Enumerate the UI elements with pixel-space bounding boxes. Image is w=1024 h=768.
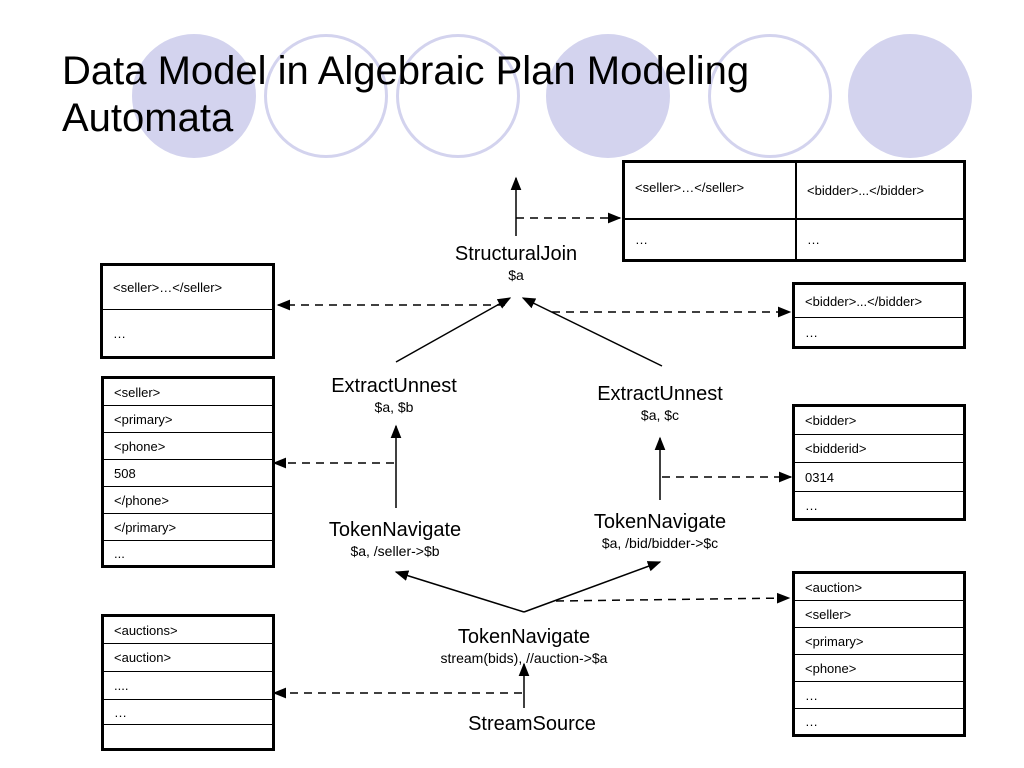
bidder-tokens-row: 0314 (795, 463, 963, 492)
bidder-result-table: <bidder>...</bidder> … (792, 282, 966, 349)
stream-tokens-row: <auction> (104, 644, 272, 672)
join-output-table: <seller>…</seller> <bidder>...</bidder> … (622, 160, 966, 262)
decor-circle-2 (264, 34, 388, 158)
join-output-cell: <bidder>...</bidder> (807, 183, 925, 198)
seller-result-row: … (113, 325, 126, 341)
auction-tokens-row: … (795, 682, 963, 709)
auction-tokens-row: … (805, 714, 818, 729)
seller-tokens-row: <phone> (104, 433, 272, 460)
node-stream-source-name: StreamSource (468, 713, 596, 735)
auction-tokens-row: <primary> (795, 628, 963, 655)
seller-result-table: <seller>…</seller> … (100, 263, 275, 359)
seller-tokens-row: </phone> (104, 487, 272, 514)
bidder-tokens-row: <bidderid> (795, 435, 963, 463)
node-token-navigate-left-name: TokenNavigate (328, 519, 462, 541)
node-token-navigate-left-param: $a, /seller->$b (350, 543, 440, 559)
slide-title: Data Model in Algebraic Plan Modeling Au… (62, 48, 942, 142)
auction-tokens-row: <phone> (795, 655, 963, 682)
node-token-navigate-bottom: TokenNavigate stream(bids), //auction->$… (404, 625, 644, 667)
dash-tn-bottom-to-auction-tokens (555, 592, 791, 604)
bidder-tokens-row: <bidder> (795, 407, 963, 435)
stream-tokens-table: <auctions> <auction> .... … (101, 614, 275, 751)
bidder-result-row: <bidder>...</bidder> (795, 285, 963, 318)
decor-circle-1 (132, 34, 256, 158)
slide-title-line-1: Data Model in Algebraic Plan Modeling (62, 49, 750, 93)
node-structural-join-name: StructuralJoin (454, 243, 578, 265)
edge-eu-right-to-join (521, 297, 663, 367)
auction-tokens-table: <auction> <seller> <primary> <phone> … … (792, 571, 966, 737)
join-output-cell: … (807, 232, 820, 247)
bidder-tokens-row: … (805, 497, 818, 513)
grid-divider-vertical (795, 163, 797, 259)
decor-circle-5 (708, 34, 832, 158)
node-extract-unnest-right-name: ExtractUnnest (597, 383, 723, 405)
stream-tokens-row: .... (104, 672, 272, 700)
slide-title-line-2: Automata (62, 96, 234, 140)
edge-eu-left-to-join (395, 297, 512, 363)
decor-circle-6 (848, 34, 972, 158)
grid-divider-horizontal (625, 218, 963, 220)
stream-tokens-row (104, 725, 272, 748)
node-extract-unnest-left-name: ExtractUnnest (331, 375, 457, 397)
seller-tokens-row: ... (114, 545, 125, 561)
node-extract-unnest-right-param: $a, $c (640, 407, 680, 423)
bidder-tokens-table: <bidder> <bidderid> 0314 … (792, 404, 966, 521)
seller-tokens-row: 508 (104, 460, 272, 487)
auction-tokens-row: <auction> (795, 574, 963, 601)
decor-circle-3 (396, 34, 520, 158)
seller-tokens-row: <primary> (104, 406, 272, 433)
seller-tokens-table: <seller> <primary> <phone> 508 </phone> … (101, 376, 275, 568)
decor-circle-4 (546, 34, 670, 158)
node-token-navigate-right: TokenNavigate $a, /bid/bidder->$c (550, 510, 770, 552)
node-token-navigate-bottom-name: TokenNavigate (457, 626, 591, 648)
node-structural-join-param: $a (508, 267, 524, 283)
bidder-result-row: … (805, 324, 818, 340)
edge-tn-bottom-to-tn-right (523, 561, 662, 613)
join-output-cell: <seller>…</seller> (635, 180, 745, 195)
node-extract-unnest-right: ExtractUnnest $a, $c (560, 382, 760, 424)
stream-tokens-row: … (104, 700, 272, 725)
node-extract-unnest-left-param: $a, $b (374, 399, 414, 415)
node-token-navigate-bottom-param: stream(bids), //auction->$a (440, 650, 608, 666)
node-token-navigate-right-param: $a, /bid/bidder->$c (601, 535, 719, 551)
stream-tokens-row: <auctions> (104, 617, 272, 644)
node-extract-unnest-left: ExtractUnnest $a, $b (294, 374, 494, 416)
seller-result-row: <seller>…</seller> (103, 266, 272, 310)
node-structural-join: StructuralJoin $a (416, 242, 616, 284)
seller-tokens-row: <seller> (104, 379, 272, 406)
node-token-navigate-right-name: TokenNavigate (593, 511, 727, 533)
seller-tokens-row: </primary> (104, 514, 272, 541)
node-stream-source: StreamSource (432, 712, 632, 736)
auction-tokens-row: <seller> (795, 601, 963, 628)
node-token-navigate-left: TokenNavigate $a, /seller->$b (290, 518, 500, 560)
edge-tn-bottom-to-tn-left (394, 570, 525, 613)
join-output-cell: … (635, 232, 648, 247)
